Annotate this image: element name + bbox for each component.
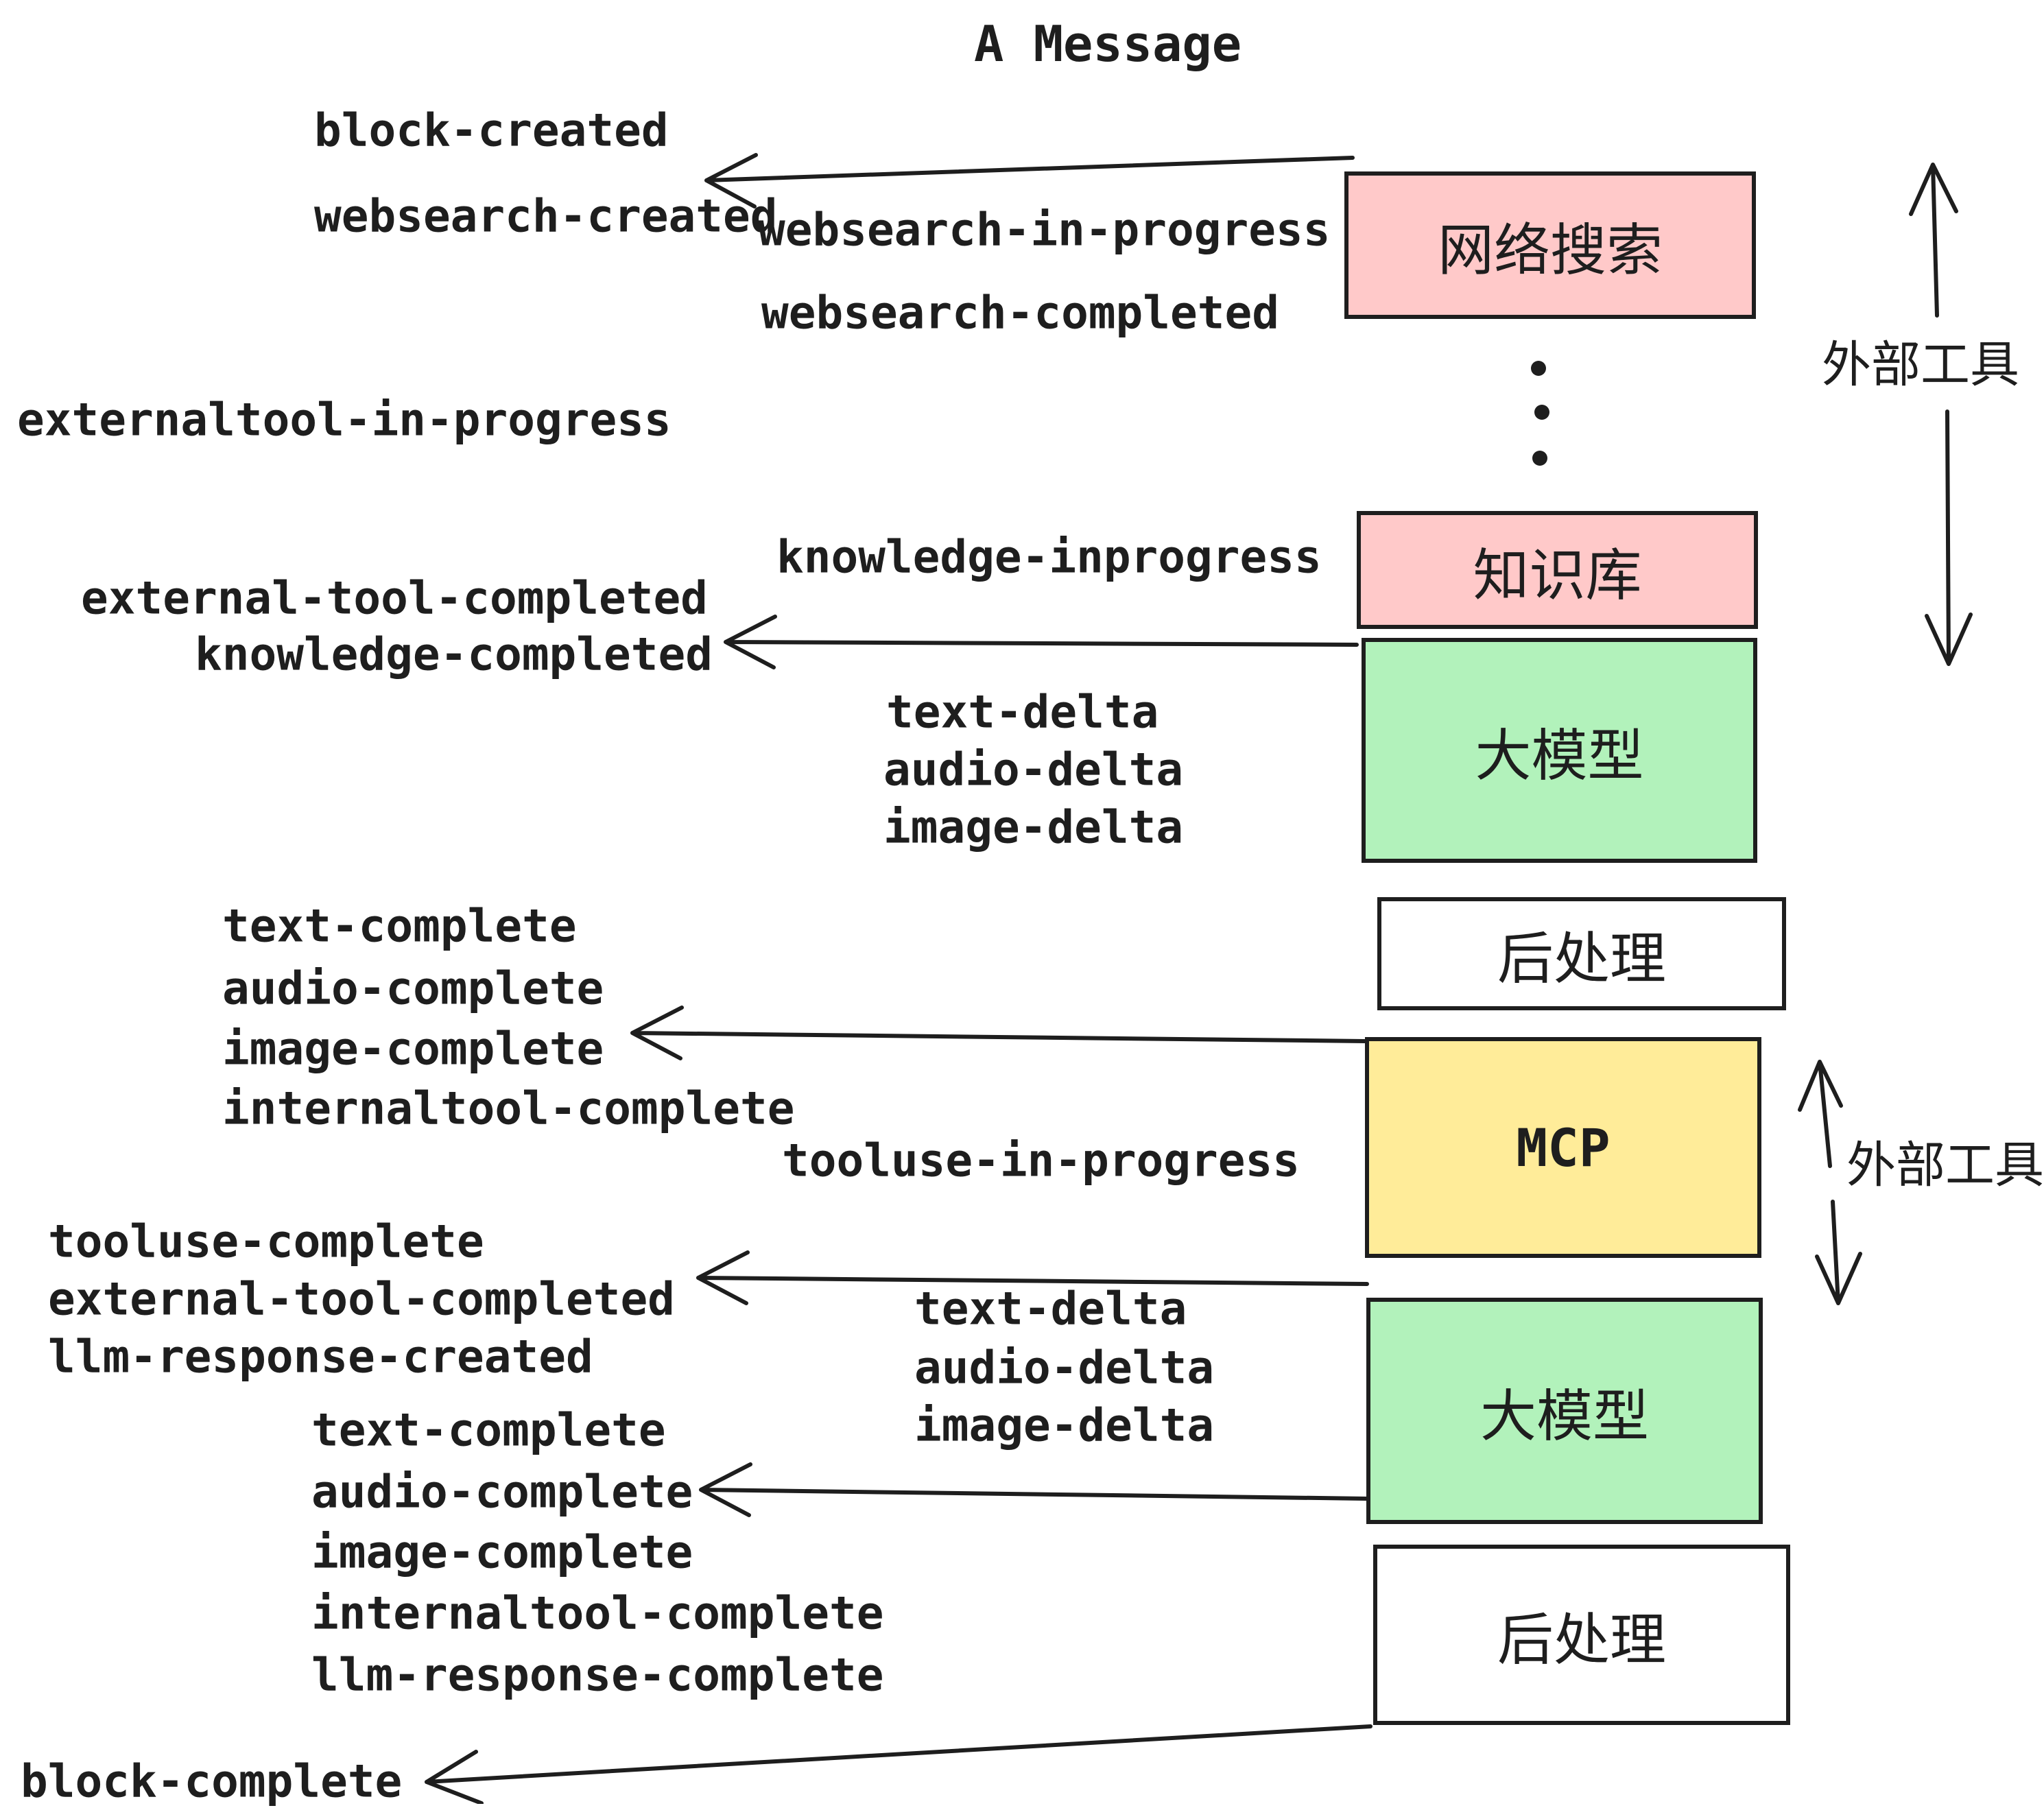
external-tools-annotation-2: 外部工具 [1846,1136,2044,1194]
event-image-complete-1: image-complete [222,1022,604,1075]
ellipsis-dots [1531,361,1549,466]
event-knowledge-inprogress: knowledge-inprogress [776,530,1322,584]
event-text-delta-2: text-delta [914,1282,1187,1335]
node-llm-2-label: 大模型 [1479,1383,1649,1449]
node-websearch-label: 网络搜索 [1437,218,1663,283]
event-audio-delta-2: audio-delta [914,1341,1215,1394]
event-websearch-completed: websearch-completed [761,286,1279,340]
event-block-complete: block-complete [21,1755,403,1808]
event-tooluse-in-progress: tooluse-in-progress [782,1134,1300,1187]
node-postprocess-2: 后处理 [1373,1545,1790,1725]
event-text-complete-1: text-complete [222,899,577,953]
event-audio-delta-1: audio-delta [883,743,1184,796]
arrow-to-audio-complete [699,1462,1370,1517]
diagram-title: A Message [974,15,1242,73]
arrow-to-knowledge-completed [724,615,1359,669]
node-postprocess-1-label: 后处理 [1497,927,1666,992]
event-text-complete-2: text-complete [311,1403,666,1457]
event-internaltool-complete-1: internaltool-complete [222,1082,795,1135]
event-llm-response-complete: llm-response-complete [311,1648,884,1702]
node-websearch: 网络搜索 [1344,171,1756,319]
event-tooluse-complete: tooluse-complete [48,1215,484,1268]
node-llm-1-label: 大模型 [1475,723,1644,789]
node-mcp-label: MCP [1516,1117,1611,1178]
event-llm-response-created: llm-response-created [48,1330,593,1383]
event-block-created: block-created [314,104,669,157]
event-external-tool-completed-2: external-tool-completed [48,1272,675,1326]
node-mcp: MCP [1365,1037,1761,1258]
mcp-external-tools-up-arrow [1798,1060,1843,1168]
event-knowledge-completed: knowledge-completed [195,628,713,681]
event-audio-complete-2: audio-complete [311,1465,693,1519]
event-internaltool-complete-2: internaltool-complete [311,1586,884,1640]
event-externaltool-in-progress: externaltool-in-progress [17,393,672,447]
event-websearch-created: websearch-created [314,189,778,243]
node-postprocess-1: 后处理 [1377,897,1786,1010]
node-llm-1: 大模型 [1362,638,1757,863]
event-external-tool-completed-1: external-tool-completed [81,571,708,625]
node-knowledge-base-label: 知识库 [1473,543,1642,608]
event-image-delta-2: image-delta [914,1399,1215,1452]
event-image-delta-1: image-delta [883,800,1184,854]
event-image-complete-2: image-complete [311,1525,693,1579]
arrow-to-block-complete [425,1724,1372,1804]
node-postprocess-2-label: 后处理 [1497,1608,1666,1673]
mcp-external-tools-down-arrow [1815,1200,1862,1305]
event-websearch-in-progress: websearch-in-progress [758,203,1331,257]
external-tools-annotation-1: 外部工具 [1822,335,2020,394]
external-tools-down-arrow [1925,409,1973,666]
node-llm-2: 大模型 [1366,1298,1763,1524]
event-audio-complete-1: audio-complete [222,962,604,1015]
event-text-delta-1: text-delta [886,685,1159,739]
external-tools-up-arrow [1909,163,1958,318]
arrow-to-image-complete [630,1006,1367,1060]
arrow-to-block-created [704,153,1355,209]
node-knowledge-base: 知识库 [1357,511,1758,629]
